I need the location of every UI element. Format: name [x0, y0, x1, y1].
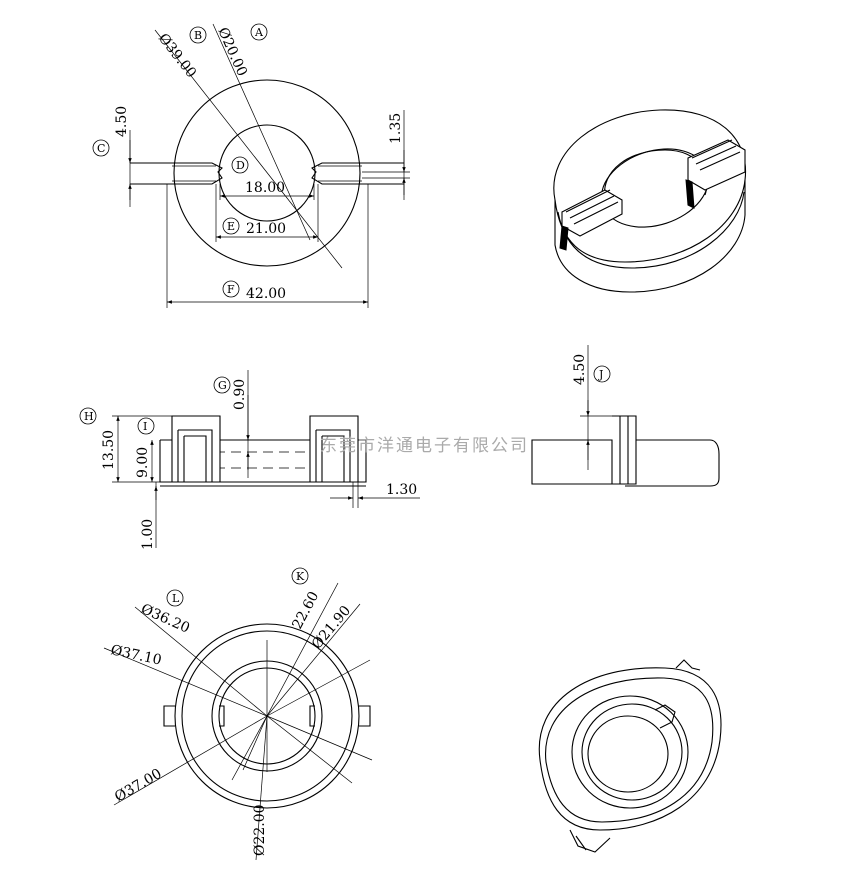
- d1-30-label: 1.30: [386, 482, 417, 498]
- side-view: 4.50 J: [531, 345, 720, 487]
- d42-label: 42.00: [246, 286, 286, 302]
- callout-E: E: [222, 217, 240, 235]
- callout-I: I: [137, 417, 155, 435]
- d36-20-label: Ø36.20: [138, 601, 192, 637]
- d18-label: 18.00: [245, 180, 285, 196]
- callout-D: D: [231, 156, 249, 174]
- d37-10-label: Ø37.10: [109, 642, 163, 668]
- d20-label: Ø20.00: [214, 25, 250, 79]
- company-watermark: 东莞市洋通电子有限公司: [320, 436, 529, 456]
- callout-A: A: [250, 23, 268, 41]
- d0-90-label: 0.90: [232, 379, 248, 410]
- svg-text:G: G: [218, 379, 227, 392]
- callout-G: G: [213, 376, 231, 394]
- callout-H: H: [79, 407, 97, 425]
- d37-00-label: Ø37.00: [112, 766, 165, 806]
- d9-00-label: 9.00: [135, 447, 151, 478]
- svg-text:H: H: [84, 410, 94, 423]
- d39-label: Ø39.00: [155, 31, 199, 81]
- callout-C: C: [92, 139, 110, 157]
- svg-text:E: E: [227, 220, 235, 233]
- d1-35-label: 1.35: [388, 113, 404, 144]
- callout-K: K: [291, 567, 309, 585]
- callout-B: B: [189, 26, 207, 44]
- svg-text:J: J: [598, 368, 603, 381]
- svg-text:I: I: [143, 420, 147, 433]
- d1-00-label: 1.00: [140, 519, 156, 550]
- outer-ring-circle: [173, 79, 361, 267]
- left-pin-slot: [130, 162, 223, 185]
- callout-F: F: [222, 280, 240, 298]
- bottom-view: Ø36.20 Ø37.10 Ø37.00 22.60 Ø21.90 Ø22.00…: [103, 567, 373, 861]
- d4-50-side-label: 4.50: [572, 354, 588, 385]
- svg-text:K: K: [296, 570, 305, 583]
- d22-60-label: 22.60: [289, 589, 322, 632]
- callout-J: J: [593, 365, 611, 383]
- svg-text:A: A: [254, 26, 264, 39]
- svg-text:L: L: [172, 592, 180, 605]
- svg-text:B: B: [194, 29, 202, 42]
- d21-90-label: Ø21.90: [309, 603, 354, 653]
- svg-text:D: D: [236, 159, 245, 172]
- d22-00-label: Ø22.00: [252, 804, 268, 856]
- d39-leader: [154, 29, 343, 269]
- isometric-view-bottom: [538, 659, 722, 853]
- svg-text:C: C: [97, 142, 105, 155]
- right-pin-slot: [311, 162, 404, 185]
- front-view: 0.90 13.50 9.00 1.00 1.30 G H I: [79, 370, 420, 550]
- top-view: Ø39.00 Ø20.00 4.50 1.35 18.00 21.00 42.0…: [92, 23, 410, 308]
- d21-label: 21.00: [246, 221, 286, 237]
- d4-50-top-label: 4.50: [114, 106, 130, 137]
- callout-L: L: [166, 589, 184, 607]
- isometric-view-top: [553, 109, 747, 293]
- d20-leader: [212, 23, 311, 241]
- svg-text:F: F: [227, 283, 235, 296]
- d13-50-label: 13.50: [101, 430, 117, 470]
